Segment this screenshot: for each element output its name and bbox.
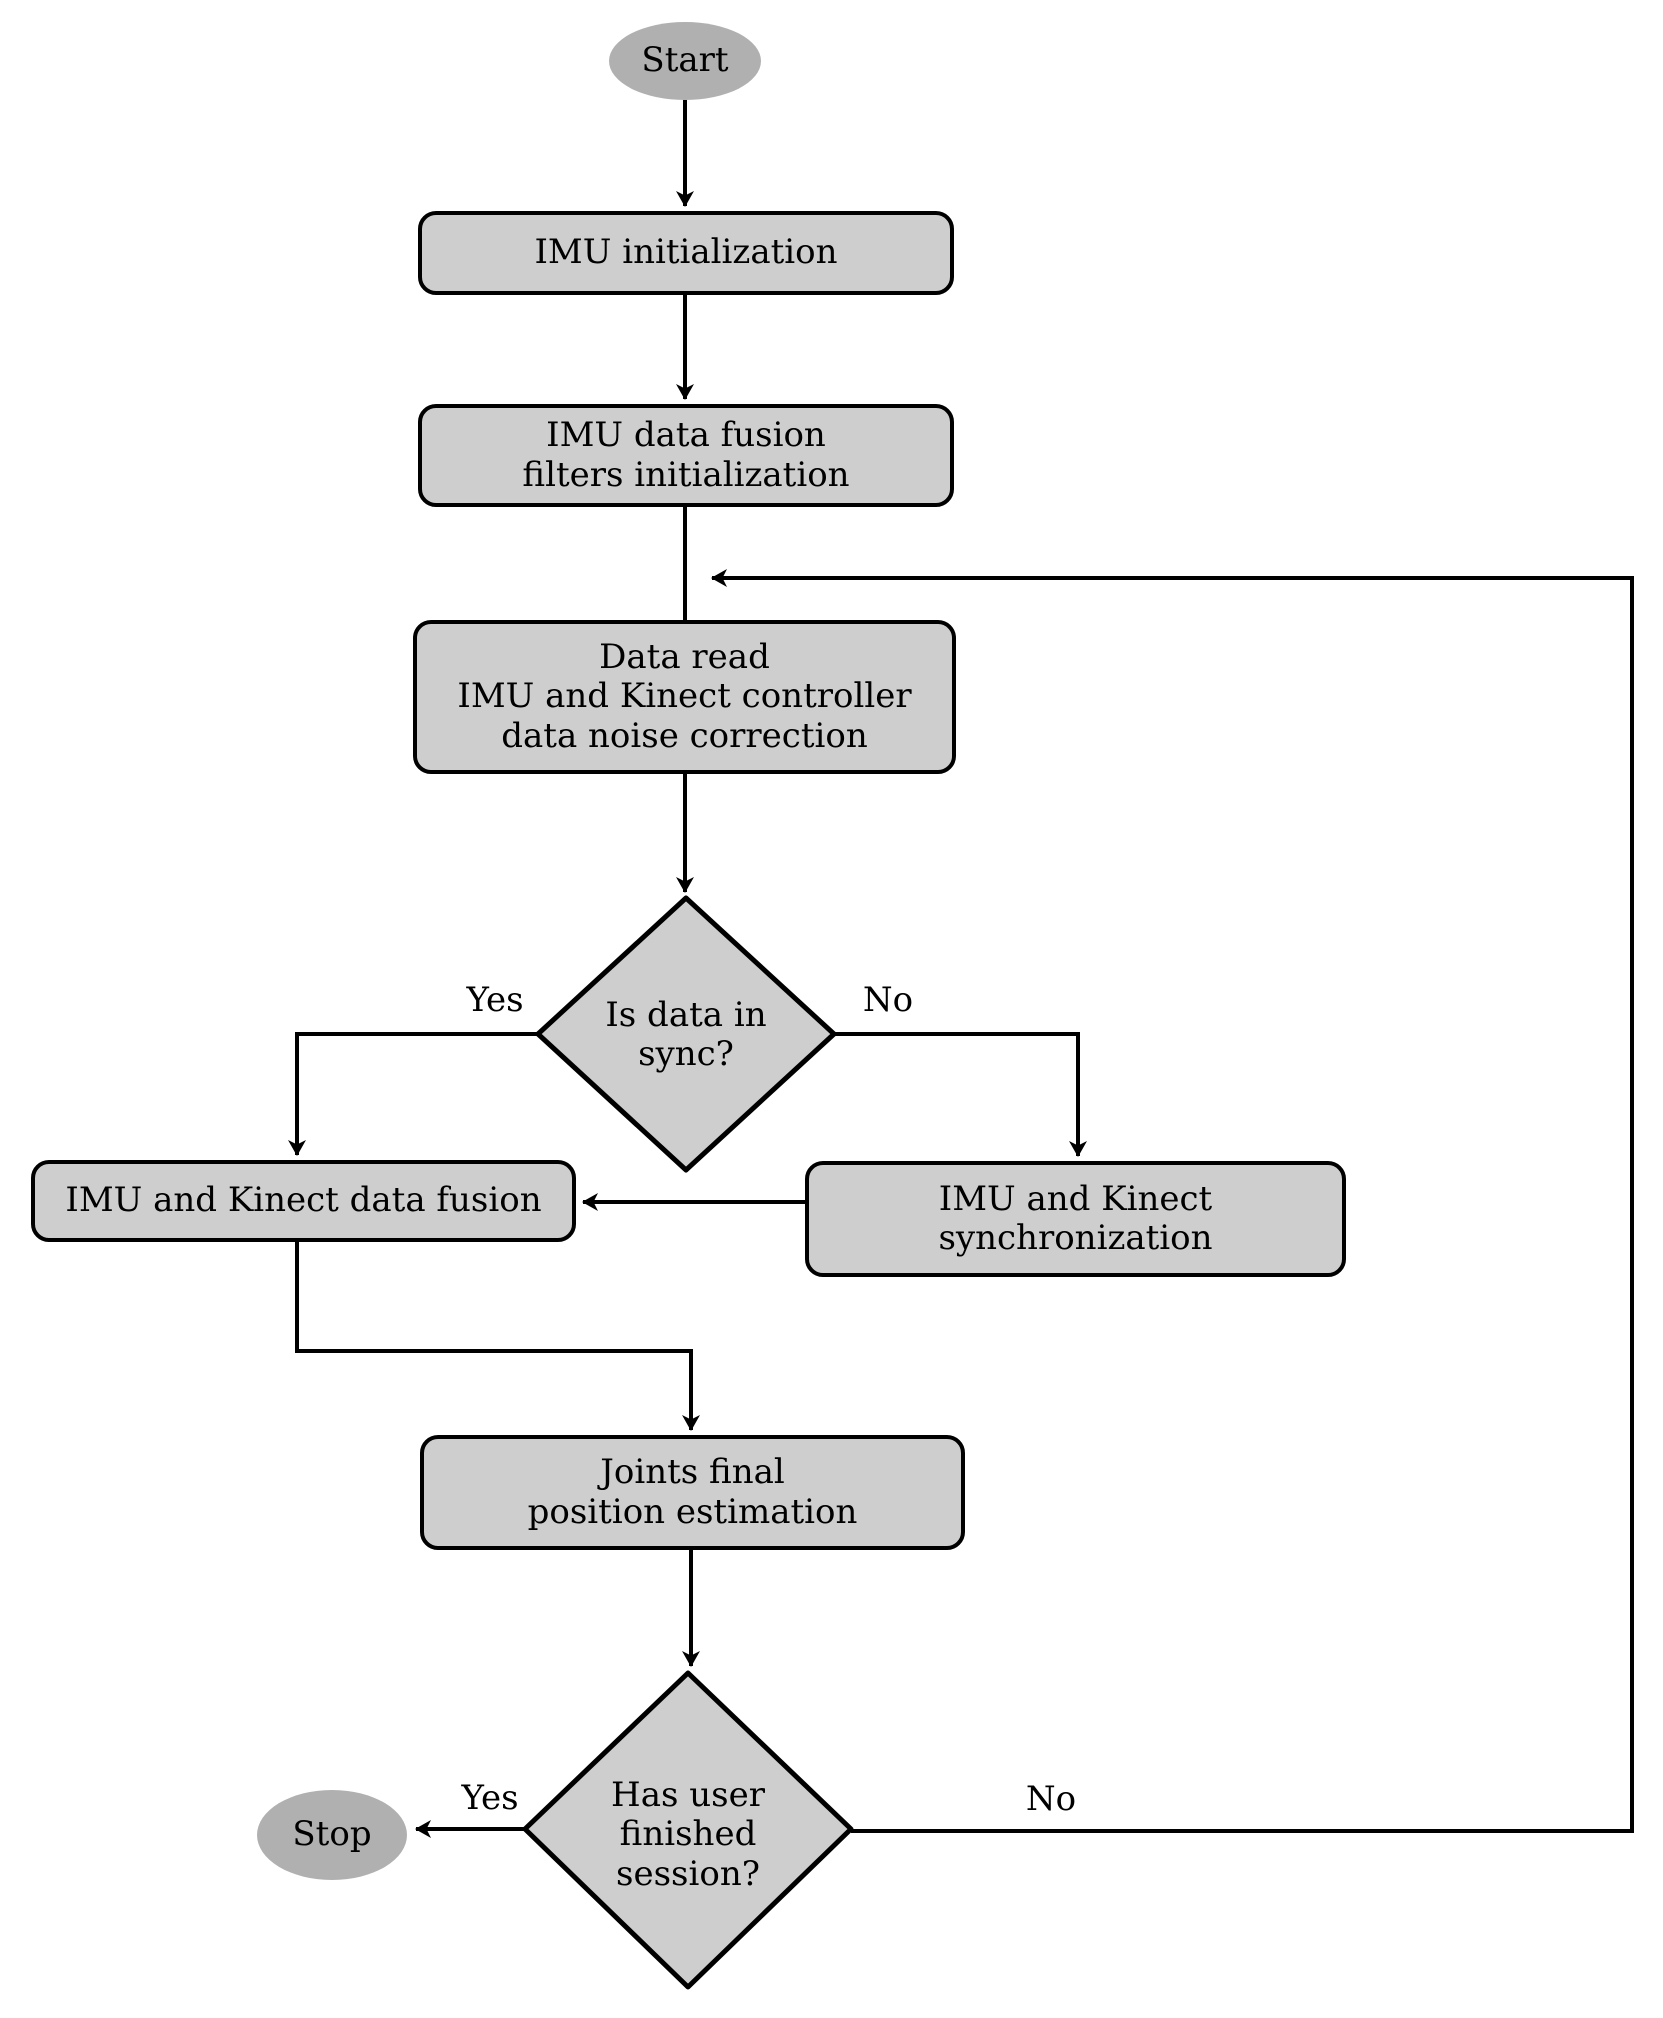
process-joints-estimation-shape bbox=[420, 1435, 965, 1550]
decision-finished-shape bbox=[522, 1670, 854, 1990]
process-imu-initialization-shape bbox=[418, 211, 954, 295]
edge-sync-yes-to-data-fusion bbox=[288, 1032, 538, 1156]
decision-sync-shape bbox=[535, 895, 837, 1173]
edge-data-fusion-to-joints bbox=[295, 1240, 700, 1431]
process-data-fusion-shape bbox=[31, 1160, 576, 1242]
process-synchronization-shape bbox=[805, 1161, 1346, 1277]
process-data-read-shape bbox=[413, 620, 956, 774]
start-terminal-shape bbox=[609, 22, 761, 100]
edge-sync-no-to-synchronization bbox=[833, 1032, 1087, 1157]
stop-terminal-shape bbox=[257, 1790, 407, 1880]
edge-finished-no-loopback bbox=[711, 569, 1634, 1833]
process-fusion-filters-init-shape bbox=[418, 404, 954, 507]
